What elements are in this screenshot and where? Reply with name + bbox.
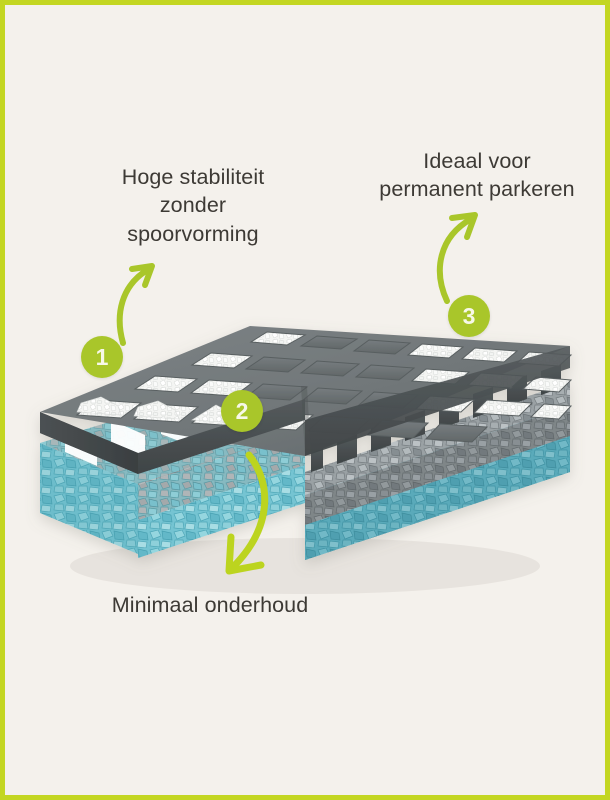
curved-arrow-down-left-icon-2 bbox=[225, 451, 269, 575]
callout-badge-2[interactable]: 2 bbox=[221, 390, 263, 432]
curved-arrow-up-right-icon-1 bbox=[116, 263, 155, 346]
curved-arrow-up-right-icon-3 bbox=[436, 212, 478, 304]
callout-text-2: Minimaal onderhoud bbox=[111, 593, 309, 617]
callout-badge-1[interactable]: 1 bbox=[81, 336, 123, 378]
callout-text-1: Hoge stabiliteit zonder spoorvorming bbox=[121, 165, 265, 246]
callout-badge-3[interactable]: 3 bbox=[448, 295, 490, 337]
callout-text-3: Ideaal voor permanent parkeren bbox=[379, 149, 575, 202]
